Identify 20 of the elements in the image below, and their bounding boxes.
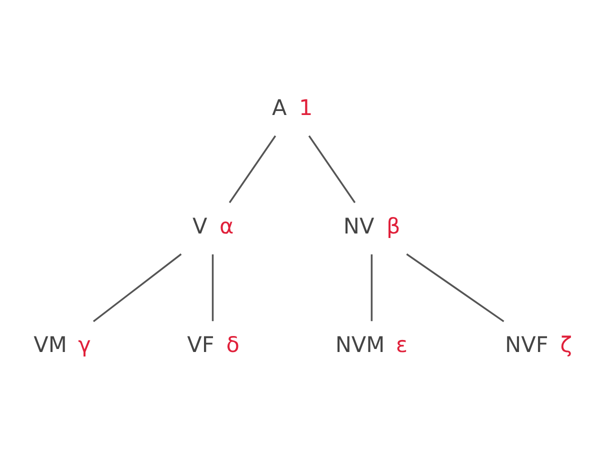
connector <box>92 252 182 322</box>
node-label: 1 <box>298 96 313 121</box>
connector <box>308 134 356 203</box>
node-label: ζ <box>560 332 572 358</box>
node-text: VM <box>34 332 67 358</box>
node-label: α <box>219 214 234 240</box>
connector <box>212 254 214 321</box>
node-text: A <box>272 96 287 121</box>
node-label: δ <box>226 332 240 358</box>
node-text: NV <box>343 214 374 240</box>
node-text: V <box>192 214 208 240</box>
connector <box>370 254 373 321</box>
node-text: NVF <box>505 332 548 358</box>
connector <box>228 134 276 203</box>
node-label: γ <box>78 332 91 358</box>
node-text: VF <box>187 332 214 358</box>
node-label: β <box>386 214 400 240</box>
node-text: NVM <box>335 332 385 358</box>
connector <box>406 252 504 322</box>
node-label: ε <box>396 332 408 358</box>
